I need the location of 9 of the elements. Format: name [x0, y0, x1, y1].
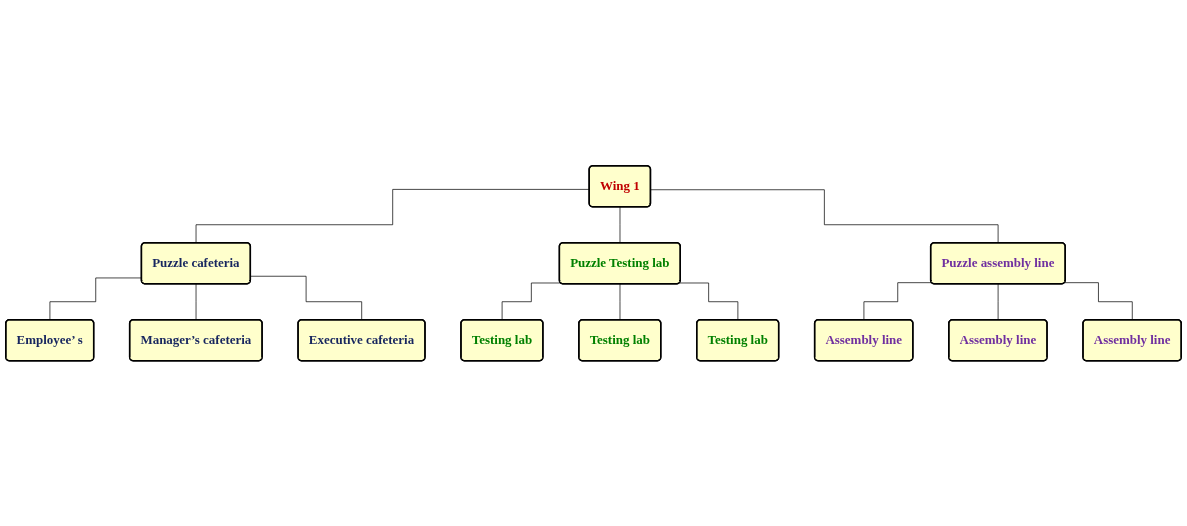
connector: [195, 283, 197, 321]
connector: [619, 206, 621, 244]
connector: [195, 188, 590, 244]
connector: [250, 275, 363, 321]
connector: [619, 283, 621, 321]
connector: [679, 282, 739, 321]
connector: [650, 189, 999, 244]
connector: [997, 283, 999, 321]
connector: [1064, 282, 1133, 321]
